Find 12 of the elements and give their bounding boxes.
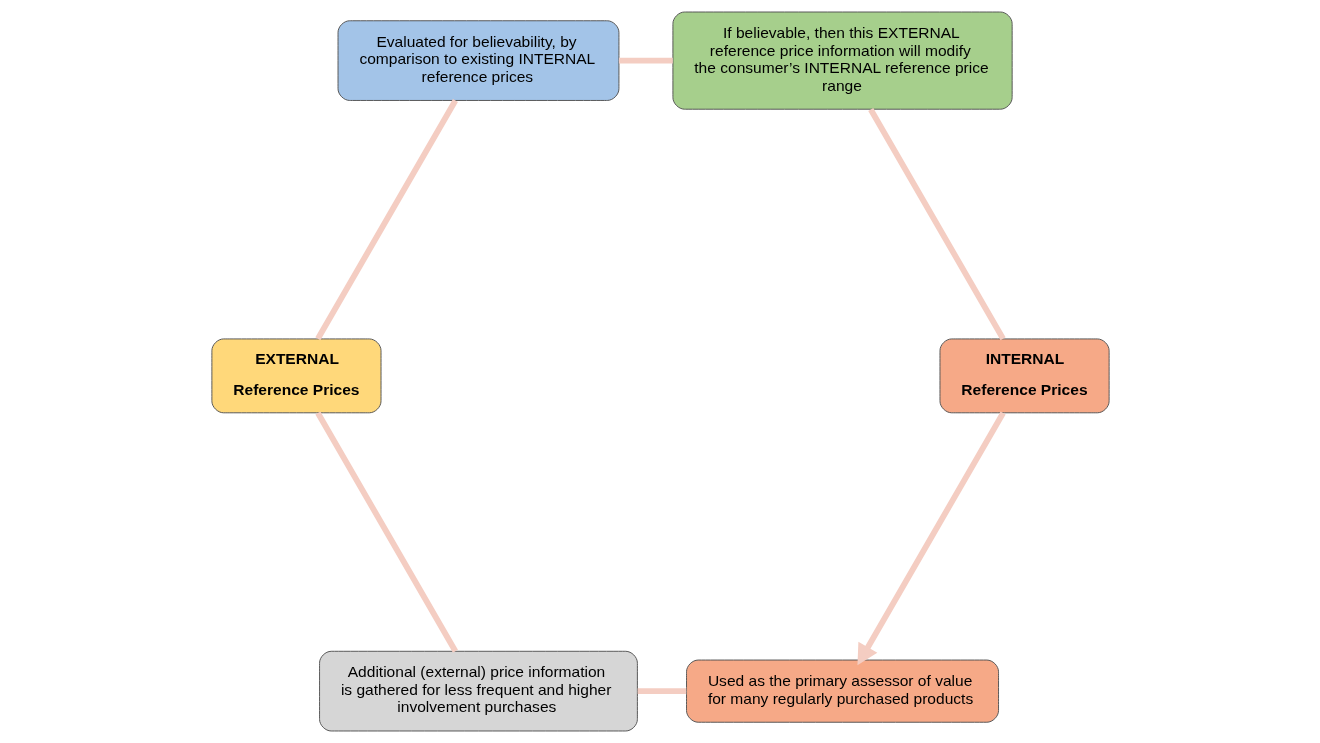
node-box: Used as the primary assessor of value for many regularly purchased products xyxy=(685,659,999,723)
node-box: Evaluated for believability, by comparison to existing INTERNAL reference prices xyxy=(337,20,619,101)
connector xyxy=(314,99,458,341)
node-box: Additional (external) price information is gathered for less frequent and higher involvement purchases xyxy=(318,650,638,732)
node-box: INTERNAL Reference Prices xyxy=(939,338,1110,414)
arrow xyxy=(856,411,1006,666)
connector xyxy=(867,108,1006,341)
node-box: EXTERNAL Reference Prices xyxy=(210,338,381,414)
connector xyxy=(637,688,686,695)
connector xyxy=(618,57,673,64)
connector xyxy=(314,411,458,653)
node-box: If believable, then this EXTERNAL reference price information will modify the consumer’s INTERNAL reference price range xyxy=(671,11,1013,110)
